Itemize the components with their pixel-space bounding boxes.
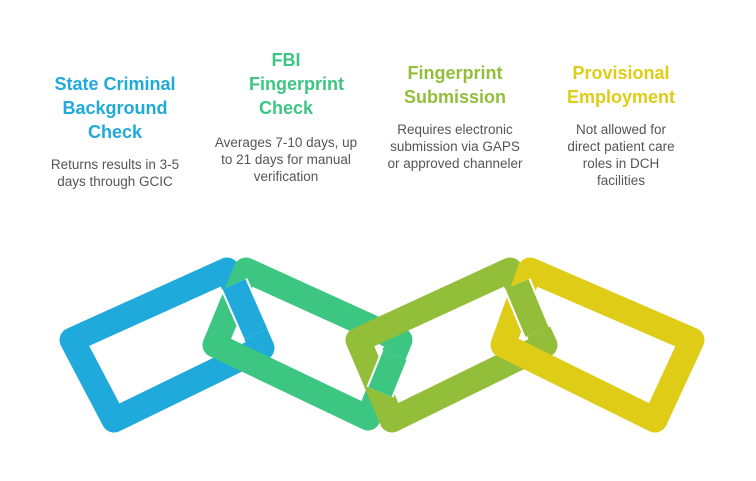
- step-title: State Criminal Background Check: [54, 74, 176, 142]
- chain-link-olive-overlap: [505, 279, 549, 337]
- step-fingerprint-submission: Fingerprint Submission Requires electron…: [383, 61, 527, 172]
- step-title: Fingerprint Submission: [403, 63, 506, 107]
- chain-link-yellow: [490, 257, 705, 433]
- step-title: FBI Fingerprint Check: [249, 50, 344, 118]
- step-state-criminal: State Criminal Background Check Returns …: [45, 72, 185, 190]
- step-description: Not allowed for direct patient care role…: [567, 122, 675, 188]
- step-description: Returns results in 3-5 days through GCIC: [50, 157, 180, 189]
- chain-link-blue-overlap: [222, 278, 268, 340]
- step-provisional-employment: Provisional Employment Not allowed for d…: [553, 61, 689, 189]
- chain-link-green: [202, 257, 413, 431]
- chain-link-green-overlap: [368, 350, 407, 397]
- step-description: Requires electronic submission via GAPS …: [387, 122, 523, 171]
- step-description: Averages 7-10 days, up to 21 days for ma…: [214, 135, 358, 184]
- step-fbi-fingerprint: FBI Fingerprint Check Averages 7-10 days…: [214, 48, 358, 185]
- step-title: Provisional Employment: [566, 63, 676, 107]
